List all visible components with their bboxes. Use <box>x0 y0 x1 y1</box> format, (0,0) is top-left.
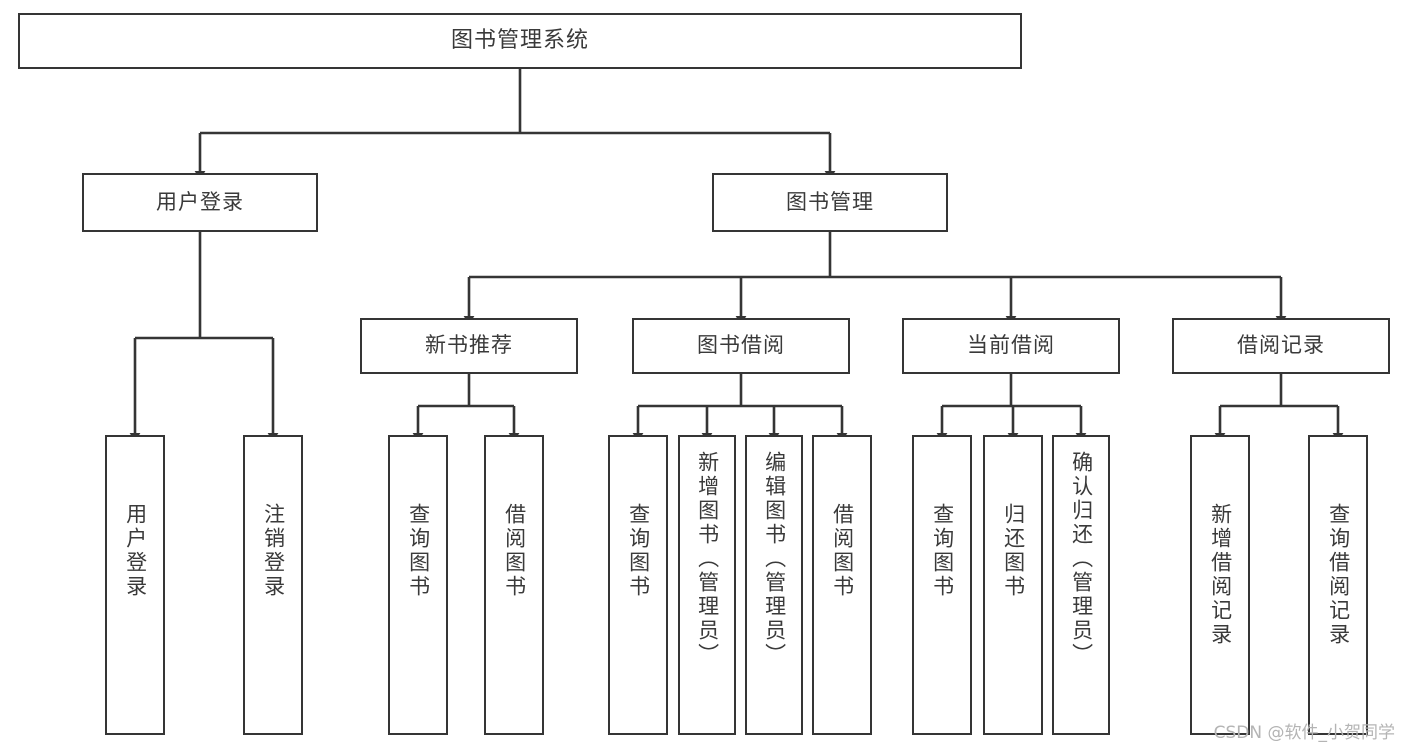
node-root[interactable]: 图书管理系统 <box>18 13 1022 69</box>
node-leaf-user-logout[interactable]: 注销登录 <box>243 435 303 735</box>
node-label: 查询图书 <box>406 503 431 599</box>
node-label: 新增图书（管理员） <box>695 451 720 667</box>
node-label: 用户登录 <box>123 503 148 599</box>
node-label: 编辑图书（管理员） <box>762 451 787 667</box>
node-user-login[interactable]: 用户登录 <box>82 173 318 232</box>
node-leaf-add-record[interactable]: 新增借阅记录 <box>1190 435 1250 735</box>
node-current-borrow[interactable]: 当前借阅 <box>902 318 1120 374</box>
node-label: 新书推荐 <box>425 333 513 358</box>
node-leaf-query-record[interactable]: 查询借阅记录 <box>1308 435 1368 735</box>
node-label: 图书管理系统 <box>450 27 589 53</box>
node-leaf-query-book-2[interactable]: 查询图书 <box>608 435 668 735</box>
node-book-borrow[interactable]: 图书借阅 <box>632 318 850 374</box>
node-book-manage[interactable]: 图书管理 <box>712 173 948 232</box>
node-label: 归还图书 <box>1001 503 1026 599</box>
node-label: 查询图书 <box>930 503 955 599</box>
node-label: 借阅图书 <box>502 503 527 599</box>
node-label: 查询借阅记录 <box>1326 503 1351 647</box>
node-label: 图书管理 <box>786 189 874 214</box>
node-label: 借阅图书 <box>830 503 855 599</box>
node-label: 当前借阅 <box>967 333 1055 358</box>
node-leaf-borrow-book-2[interactable]: 借阅图书 <box>812 435 872 735</box>
node-leaf-query-book-3[interactable]: 查询图书 <box>912 435 972 735</box>
node-leaf-confirm-return[interactable]: 确认归还（管理员） <box>1052 435 1110 735</box>
node-label: 确认归还（管理员） <box>1069 451 1094 667</box>
node-label: 借阅记录 <box>1237 333 1325 358</box>
node-label: 查询图书 <box>626 503 651 599</box>
node-label: 图书借阅 <box>697 333 785 358</box>
node-leaf-edit-book[interactable]: 编辑图书（管理员） <box>745 435 803 735</box>
node-leaf-user-login[interactable]: 用户登录 <box>105 435 165 735</box>
node-leaf-add-book[interactable]: 新增图书（管理员） <box>678 435 736 735</box>
node-label: 注销登录 <box>261 503 286 599</box>
node-leaf-borrow-book-1[interactable]: 借阅图书 <box>484 435 544 735</box>
node-label: 用户登录 <box>156 189 244 214</box>
node-new-book-rec[interactable]: 新书推荐 <box>360 318 578 374</box>
node-label: 新增借阅记录 <box>1208 503 1233 647</box>
node-borrow-record[interactable]: 借阅记录 <box>1172 318 1390 374</box>
node-leaf-query-book-1[interactable]: 查询图书 <box>388 435 448 735</box>
node-leaf-return-book[interactable]: 归还图书 <box>983 435 1043 735</box>
watermark: CSDN @软件_小贺同学 <box>1213 723 1395 743</box>
